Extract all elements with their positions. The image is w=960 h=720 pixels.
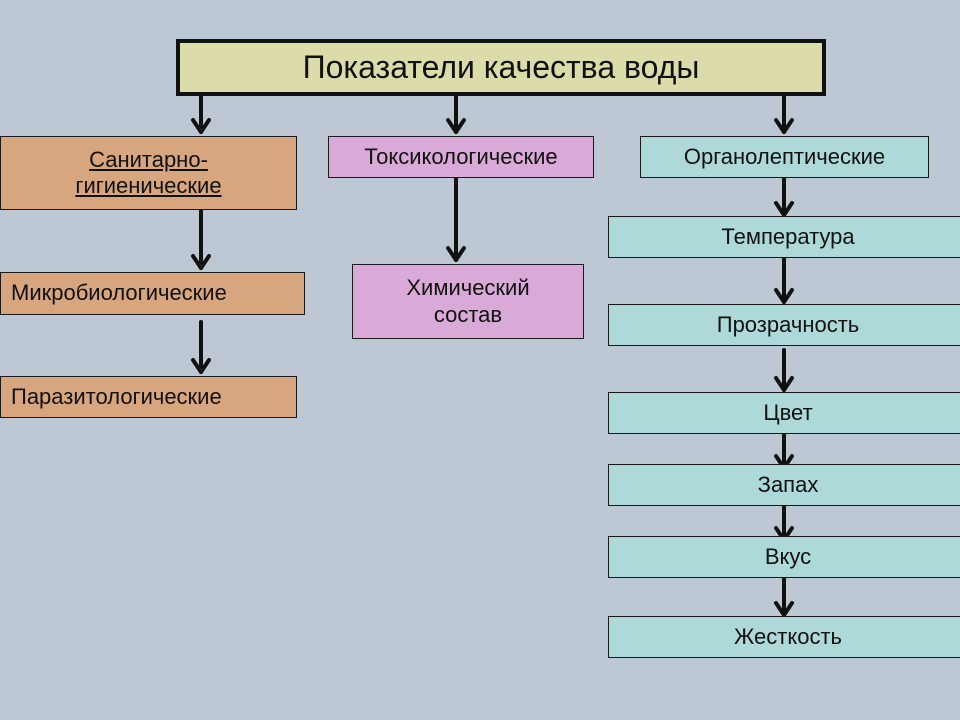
sanitary-header-line1: Санитарно- [89, 146, 208, 172]
arrow-taste-to-hardness [774, 576, 794, 617]
parasitological-box: Паразитологические [0, 376, 297, 418]
arrow-temp-to-transp [774, 256, 794, 304]
toxicological-box: Токсикологические [328, 136, 594, 178]
chemical-composition-box: Химический состав [352, 264, 584, 339]
chemical-line1: Химический [406, 275, 530, 301]
temperature-box: Температура [608, 216, 960, 258]
arrow-sanitary-to-micro [191, 208, 211, 270]
arrow-title-to-organoleptic [774, 94, 794, 134]
arrow-transp-to-color [774, 348, 794, 392]
arrow-micro-to-parasito [191, 320, 211, 374]
arrow-title-to-sanitary [191, 94, 211, 134]
arrow-organo-to-temp [774, 176, 794, 217]
smell-box: Запах [608, 464, 960, 506]
transparency-box: Прозрачность [608, 304, 960, 346]
sanitary-header-line2: гигиенические [75, 173, 222, 198]
organoleptic-box: Органолептические [640, 136, 929, 178]
diagram-title: Показатели качества воды [176, 39, 826, 96]
arrow-smell-to-taste [774, 504, 794, 542]
chemical-line2: состав [433, 301, 503, 327]
microbiological-box: Микробиологические [0, 272, 305, 315]
color-box: Цвет [608, 392, 960, 434]
arrow-color-to-smell [774, 432, 794, 470]
taste-box: Вкус [608, 536, 960, 578]
sanitary-hygienic-box: Санитарно- гигиенические [0, 136, 297, 210]
arrow-toxic-to-chemical [446, 176, 466, 262]
arrow-title-to-toxic [446, 94, 466, 134]
hardness-box: Жесткость [608, 616, 960, 658]
